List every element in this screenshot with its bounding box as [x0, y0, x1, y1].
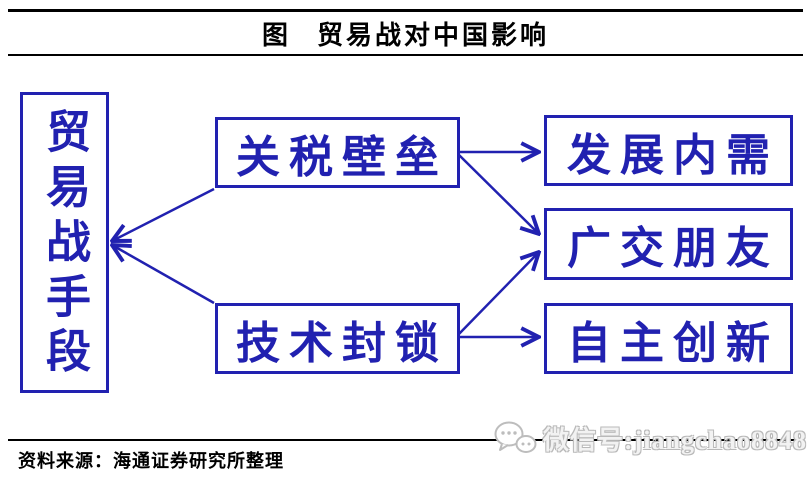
watermark: 微信号:jiangchao8848 [492, 419, 807, 457]
footer-rule [8, 439, 803, 441]
node-develop-domestic-demand: 发展内需 [544, 115, 793, 186]
node-make-friends-widely-label: 广交朋友 [567, 224, 779, 273]
node-tariff-barriers: 关税壁垒 [215, 117, 460, 188]
edge-tech-to-friends [456, 252, 539, 337]
figure-title-tag: 图 [261, 21, 291, 50]
edge-tariff-to-methods [112, 187, 215, 241]
node-tariff-barriers-label: 关税壁垒 [236, 132, 448, 182]
node-independent-innovation-label: 自主创新 [567, 318, 779, 368]
source-note: 资料来源：海通证券研究所整理 [18, 451, 284, 471]
edge-tariff-to-friends [456, 152, 539, 234]
node-independent-innovation: 自主创新 [544, 303, 793, 374]
figure-title: 图贸易战对中国影响 [0, 15, 811, 52]
node-tech-blockade-label: 技术封锁 [236, 318, 448, 368]
watermark-text: 微信号:jiangchao8848 [542, 425, 807, 455]
top-rule [8, 9, 803, 12]
node-develop-domestic-demand-label: 发展内需 [567, 130, 779, 180]
figure-title-text: 贸易战对中国影响 [317, 21, 550, 50]
node-trade-war-methods-label: 贸易战手段 [39, 108, 89, 383]
wechat-icon [494, 421, 537, 453]
title-underline-rule [8, 54, 803, 56]
node-tech-blockade: 技术封锁 [215, 303, 460, 374]
node-make-friends-widely: 广交朋友 [544, 208, 793, 280]
node-trade-war-methods: 贸易战手段 [20, 92, 109, 393]
edge-tech-to-methods [112, 245, 215, 305]
